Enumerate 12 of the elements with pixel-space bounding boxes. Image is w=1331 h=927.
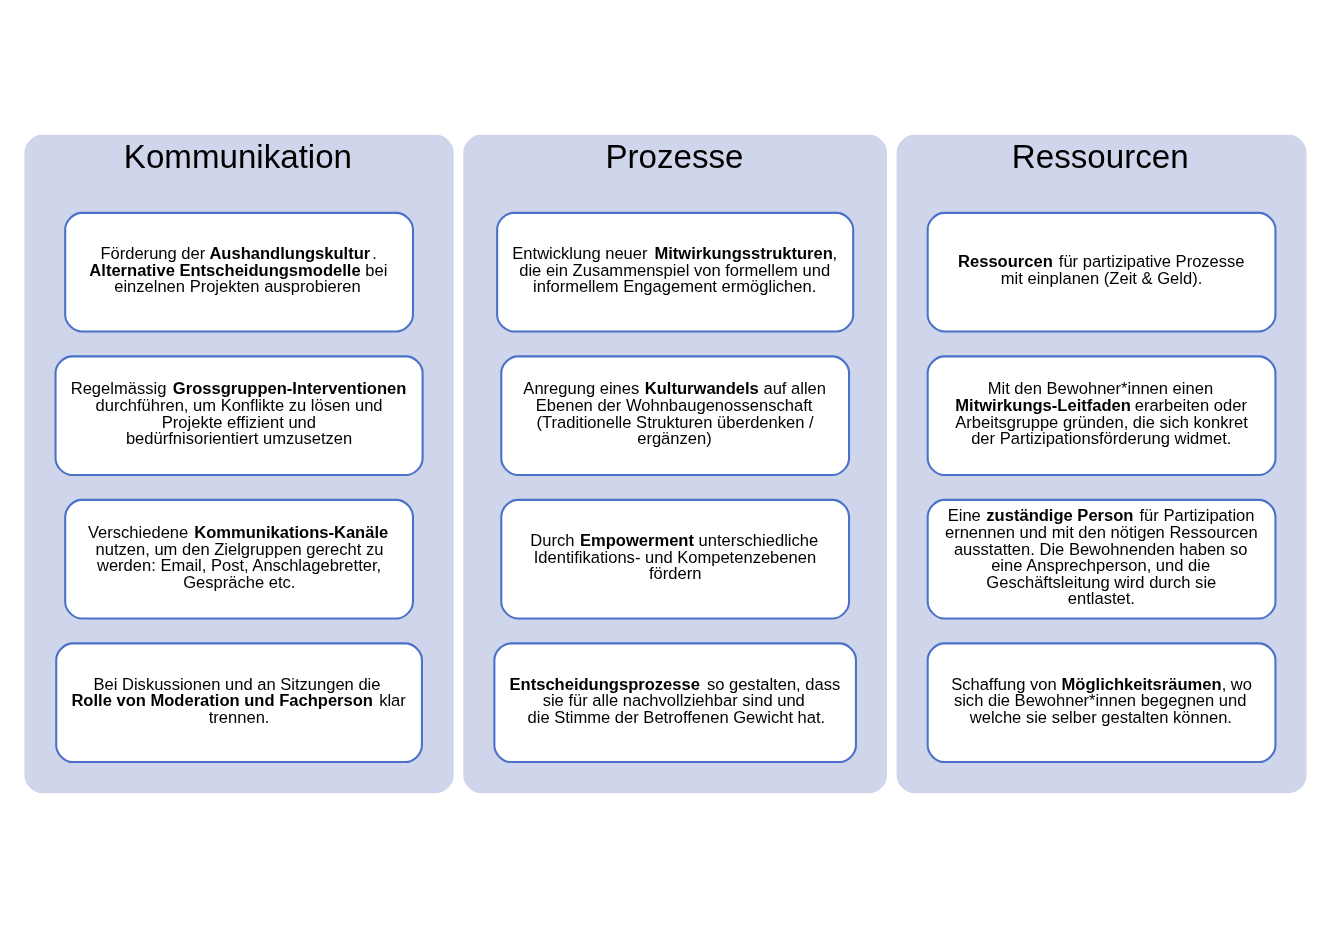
node-box: Regelmässig Grossgruppen-Interventionen durchführen, um Konflikte zu lösen und Projekte effizient und bedürfnisorientiert umzusetzen: [54, 354, 424, 476]
node-box: Eine zuständige Person für Partizipation ernennen und mit den nötigen Ressourcen ausstatten. Die Bewohnenden haben so eine Ansprechperson, und die Geschäftsleitung wird durch sie entlastet.: [926, 498, 1277, 620]
node-box: Förderung der Aushandlungskultur. Alternative Entscheidungsmodelle bei einzelnen Projekten ausprobieren: [64, 211, 414, 333]
node-box: Bei Diskussionen und an Sitzungen die Rolle von Moderation und Fachperson klar trennen.: [55, 641, 423, 763]
node-box: Entscheidungsprozesse so gestalten, dass sie für alle nachvollziehbar sind und die Stimme der Betroffenen Gewicht hat.: [493, 641, 857, 763]
node-box: Mit den Bewohner*innen einen Mitwirkungs-Leitfaden erarbeiten oder Arbeitsgruppe gründen, die sich konkret der Partizipationsförderung widmet.: [926, 354, 1277, 476]
node-box: Verschiedene Kommunikations-Kanäle nutzen, um den Zielgruppen gerecht zu werden: Email, Post, Anschlagebretter, Gespräche etc.: [64, 498, 414, 620]
node-box: Durch Empowerment unterschiedliche Identifikations- und Kompetenzebenen fördern: [500, 498, 851, 620]
node-box: Schaffung von Möglichkeitsräumen, wo sich die Bewohner*innen begegnen und welche sie selber gestalten können.: [926, 641, 1277, 763]
node-box: Entwicklung neuer Mitwirkungsstrukturen, die ein Zusammenspiel von formellem und informellem Engagement ermöglichen.: [496, 211, 855, 333]
node-box: Anregung eines Kulturwandels auf allen Ebenen der Wohnbaugenossenschaft (Traditionelle Strukturen überdenken / ergänzen): [500, 354, 851, 476]
node-box: Ressourcen für partizipative Prozesse mit einplanen (Zeit & Geld).: [926, 211, 1277, 333]
